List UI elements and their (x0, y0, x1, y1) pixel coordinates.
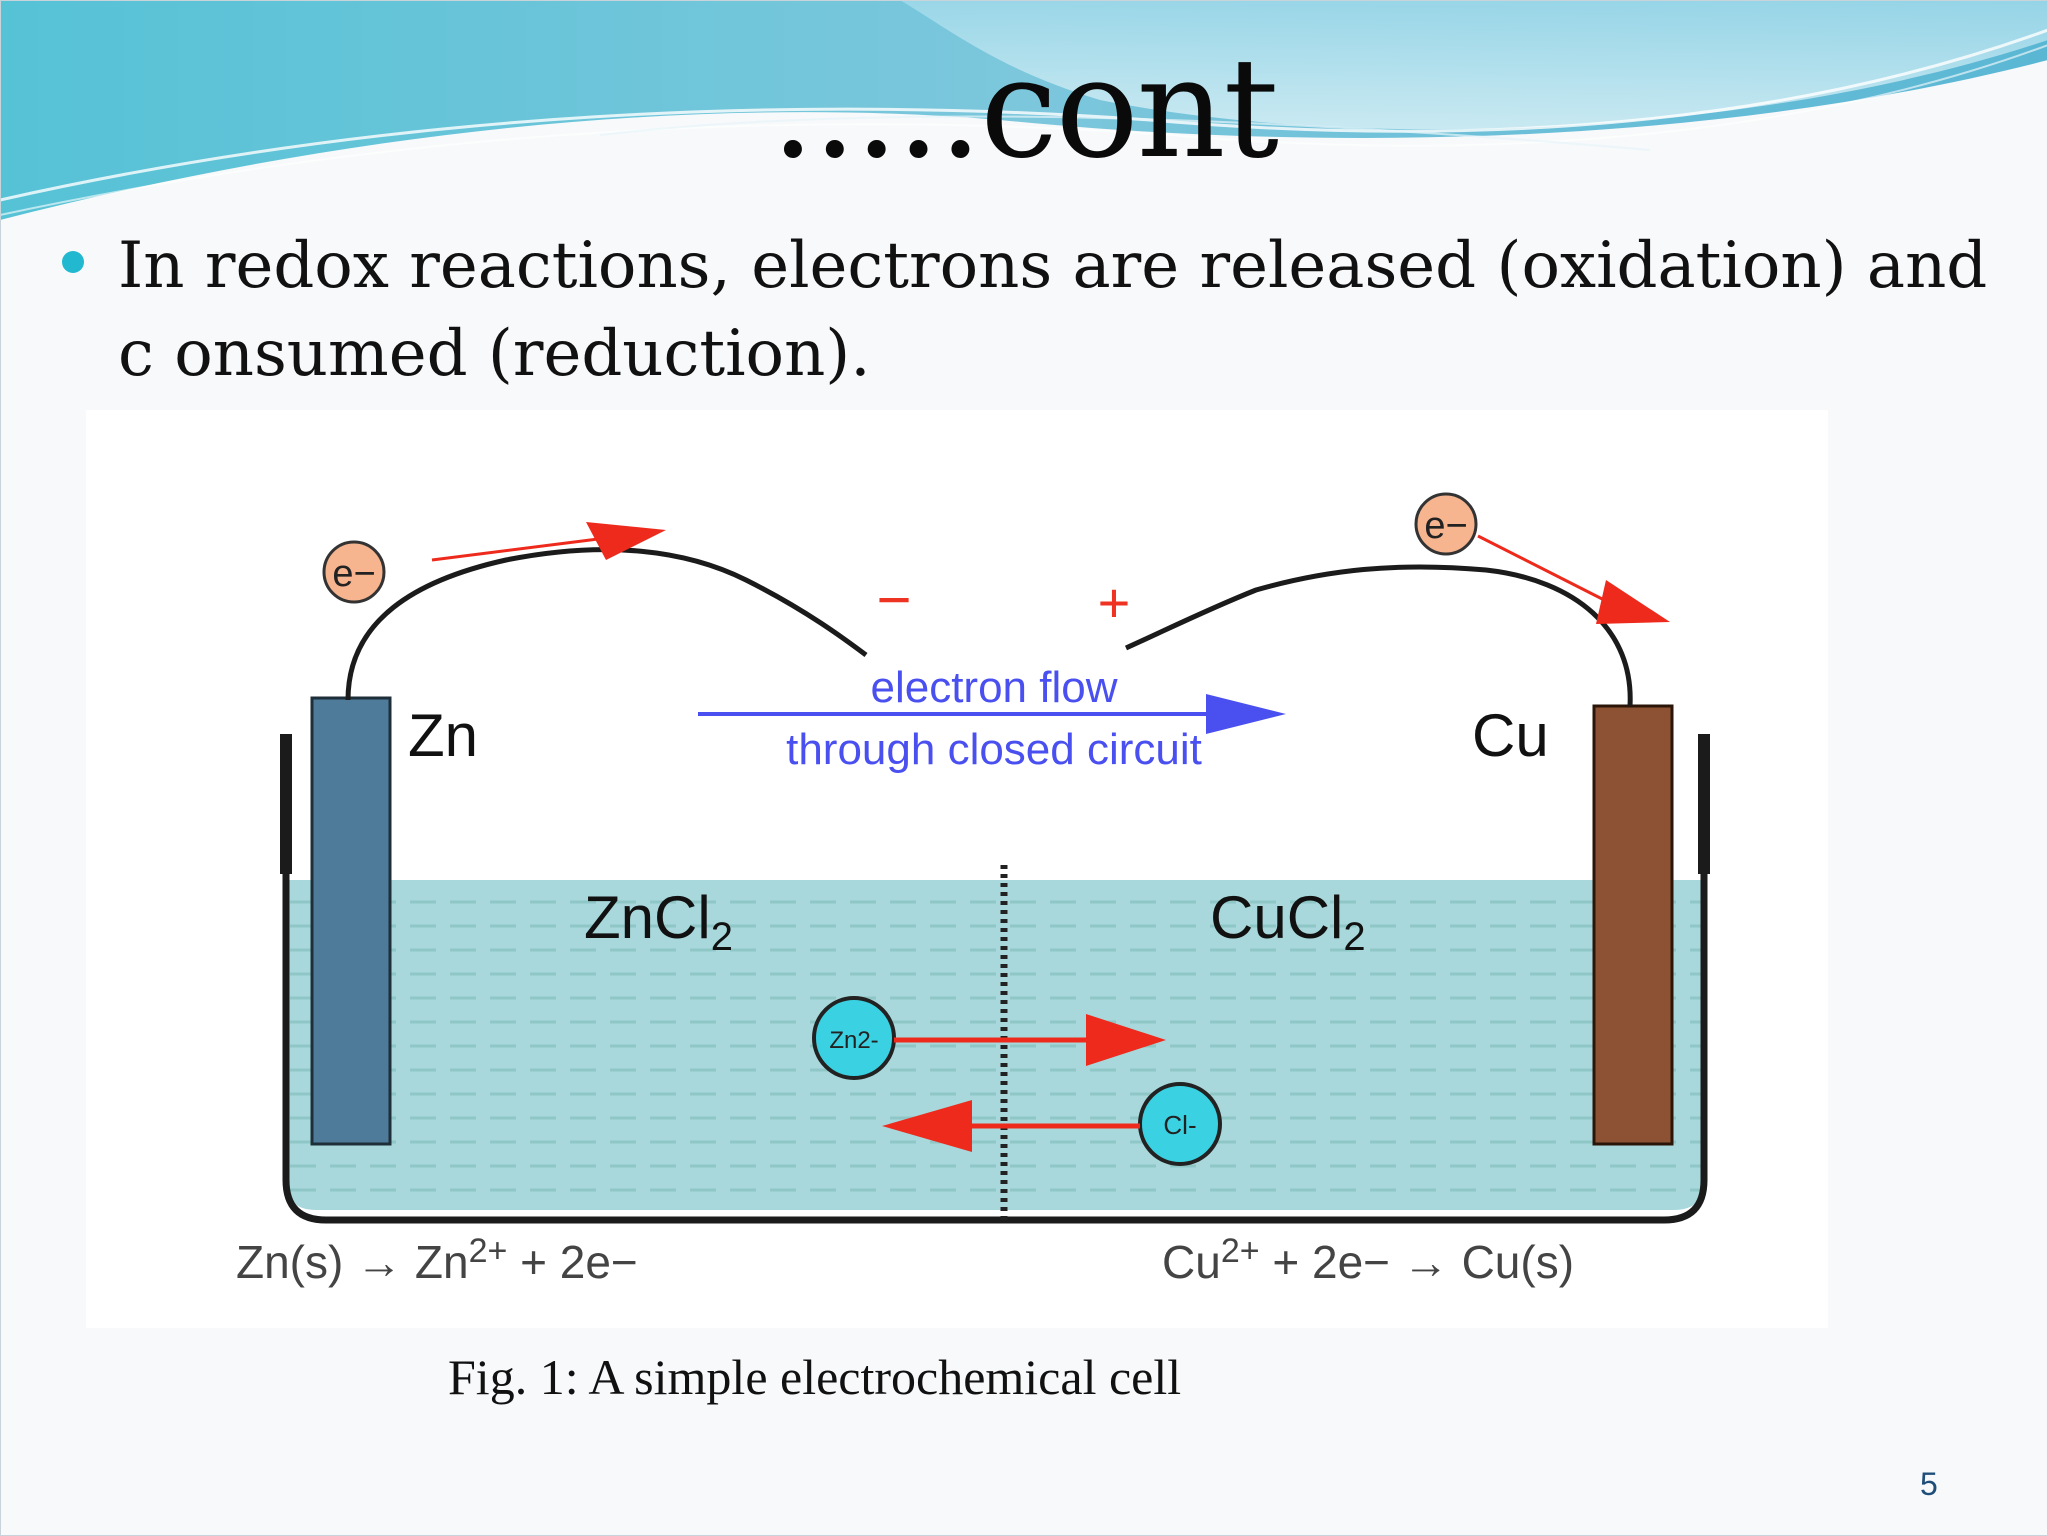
electron-left-icon (322, 540, 386, 604)
electron-left-label: e− (332, 553, 375, 595)
header-wave-decoration (0, 0, 2048, 240)
electron-right-label: e− (1424, 505, 1467, 547)
electrochemical-cell-figure: e− e− − + electron flow through closed c… (86, 410, 1828, 1328)
beaker-left-rim (280, 734, 292, 874)
slide-title: .....cont (770, 28, 1279, 189)
electron-arrow-right-head-icon (1596, 580, 1670, 624)
wire-left (345, 547, 868, 701)
anion-arrow-head-icon (882, 1100, 972, 1152)
copper-electrode (1592, 704, 1674, 1146)
electron-flow-arrow-head-icon (1206, 694, 1286, 734)
beaker (282, 734, 1708, 1224)
figure-caption: Fig. 1: A simple electrochemical cell (448, 1349, 1182, 1405)
bullet-marker-icon (62, 251, 84, 273)
copper-chloride-label: CuCl2 (1210, 884, 1366, 959)
oxidation-half-reaction: Zn(s) → Zn2+ + 2e− (236, 1232, 638, 1288)
beaker-right-rim (1698, 734, 1710, 874)
electron-arrow-left-shaft (431, 536, 607, 562)
solution-texture (286, 880, 1704, 1210)
electron-flow-label: electron flow (870, 663, 1117, 712)
reduction-half-reaction: Cu2+ + 2e− → Cu(s) (1162, 1232, 1574, 1288)
electron-arrow-right-shaft (1477, 534, 1617, 608)
page-number: 5 (1920, 1466, 1938, 1502)
electron-arrow-left-head-icon (586, 522, 666, 560)
electron-right-icon (1414, 492, 1478, 556)
zinc-label: Zn (408, 702, 478, 769)
zinc-electrode (310, 696, 392, 1146)
wire-right (1124, 564, 1633, 707)
closed-circuit-label: through closed circuit (786, 725, 1202, 774)
zinc-ion-label: Zn2- (829, 1027, 878, 1054)
positive-terminal-sign: + (1098, 571, 1131, 634)
negative-terminal-sign: − (876, 566, 911, 633)
cation-arrow-head-icon (1086, 1014, 1166, 1066)
zinc-chloride-label: ZnCl2 (584, 884, 733, 959)
copper-label: Cu (1472, 702, 1549, 769)
cell-diagram: e− e− − + electron flow through closed c… (236, 492, 1710, 1288)
bullet-text: In redox reactions, electrons are releas… (118, 229, 1988, 391)
chloride-ion-label: Cl- (1163, 1110, 1196, 1140)
